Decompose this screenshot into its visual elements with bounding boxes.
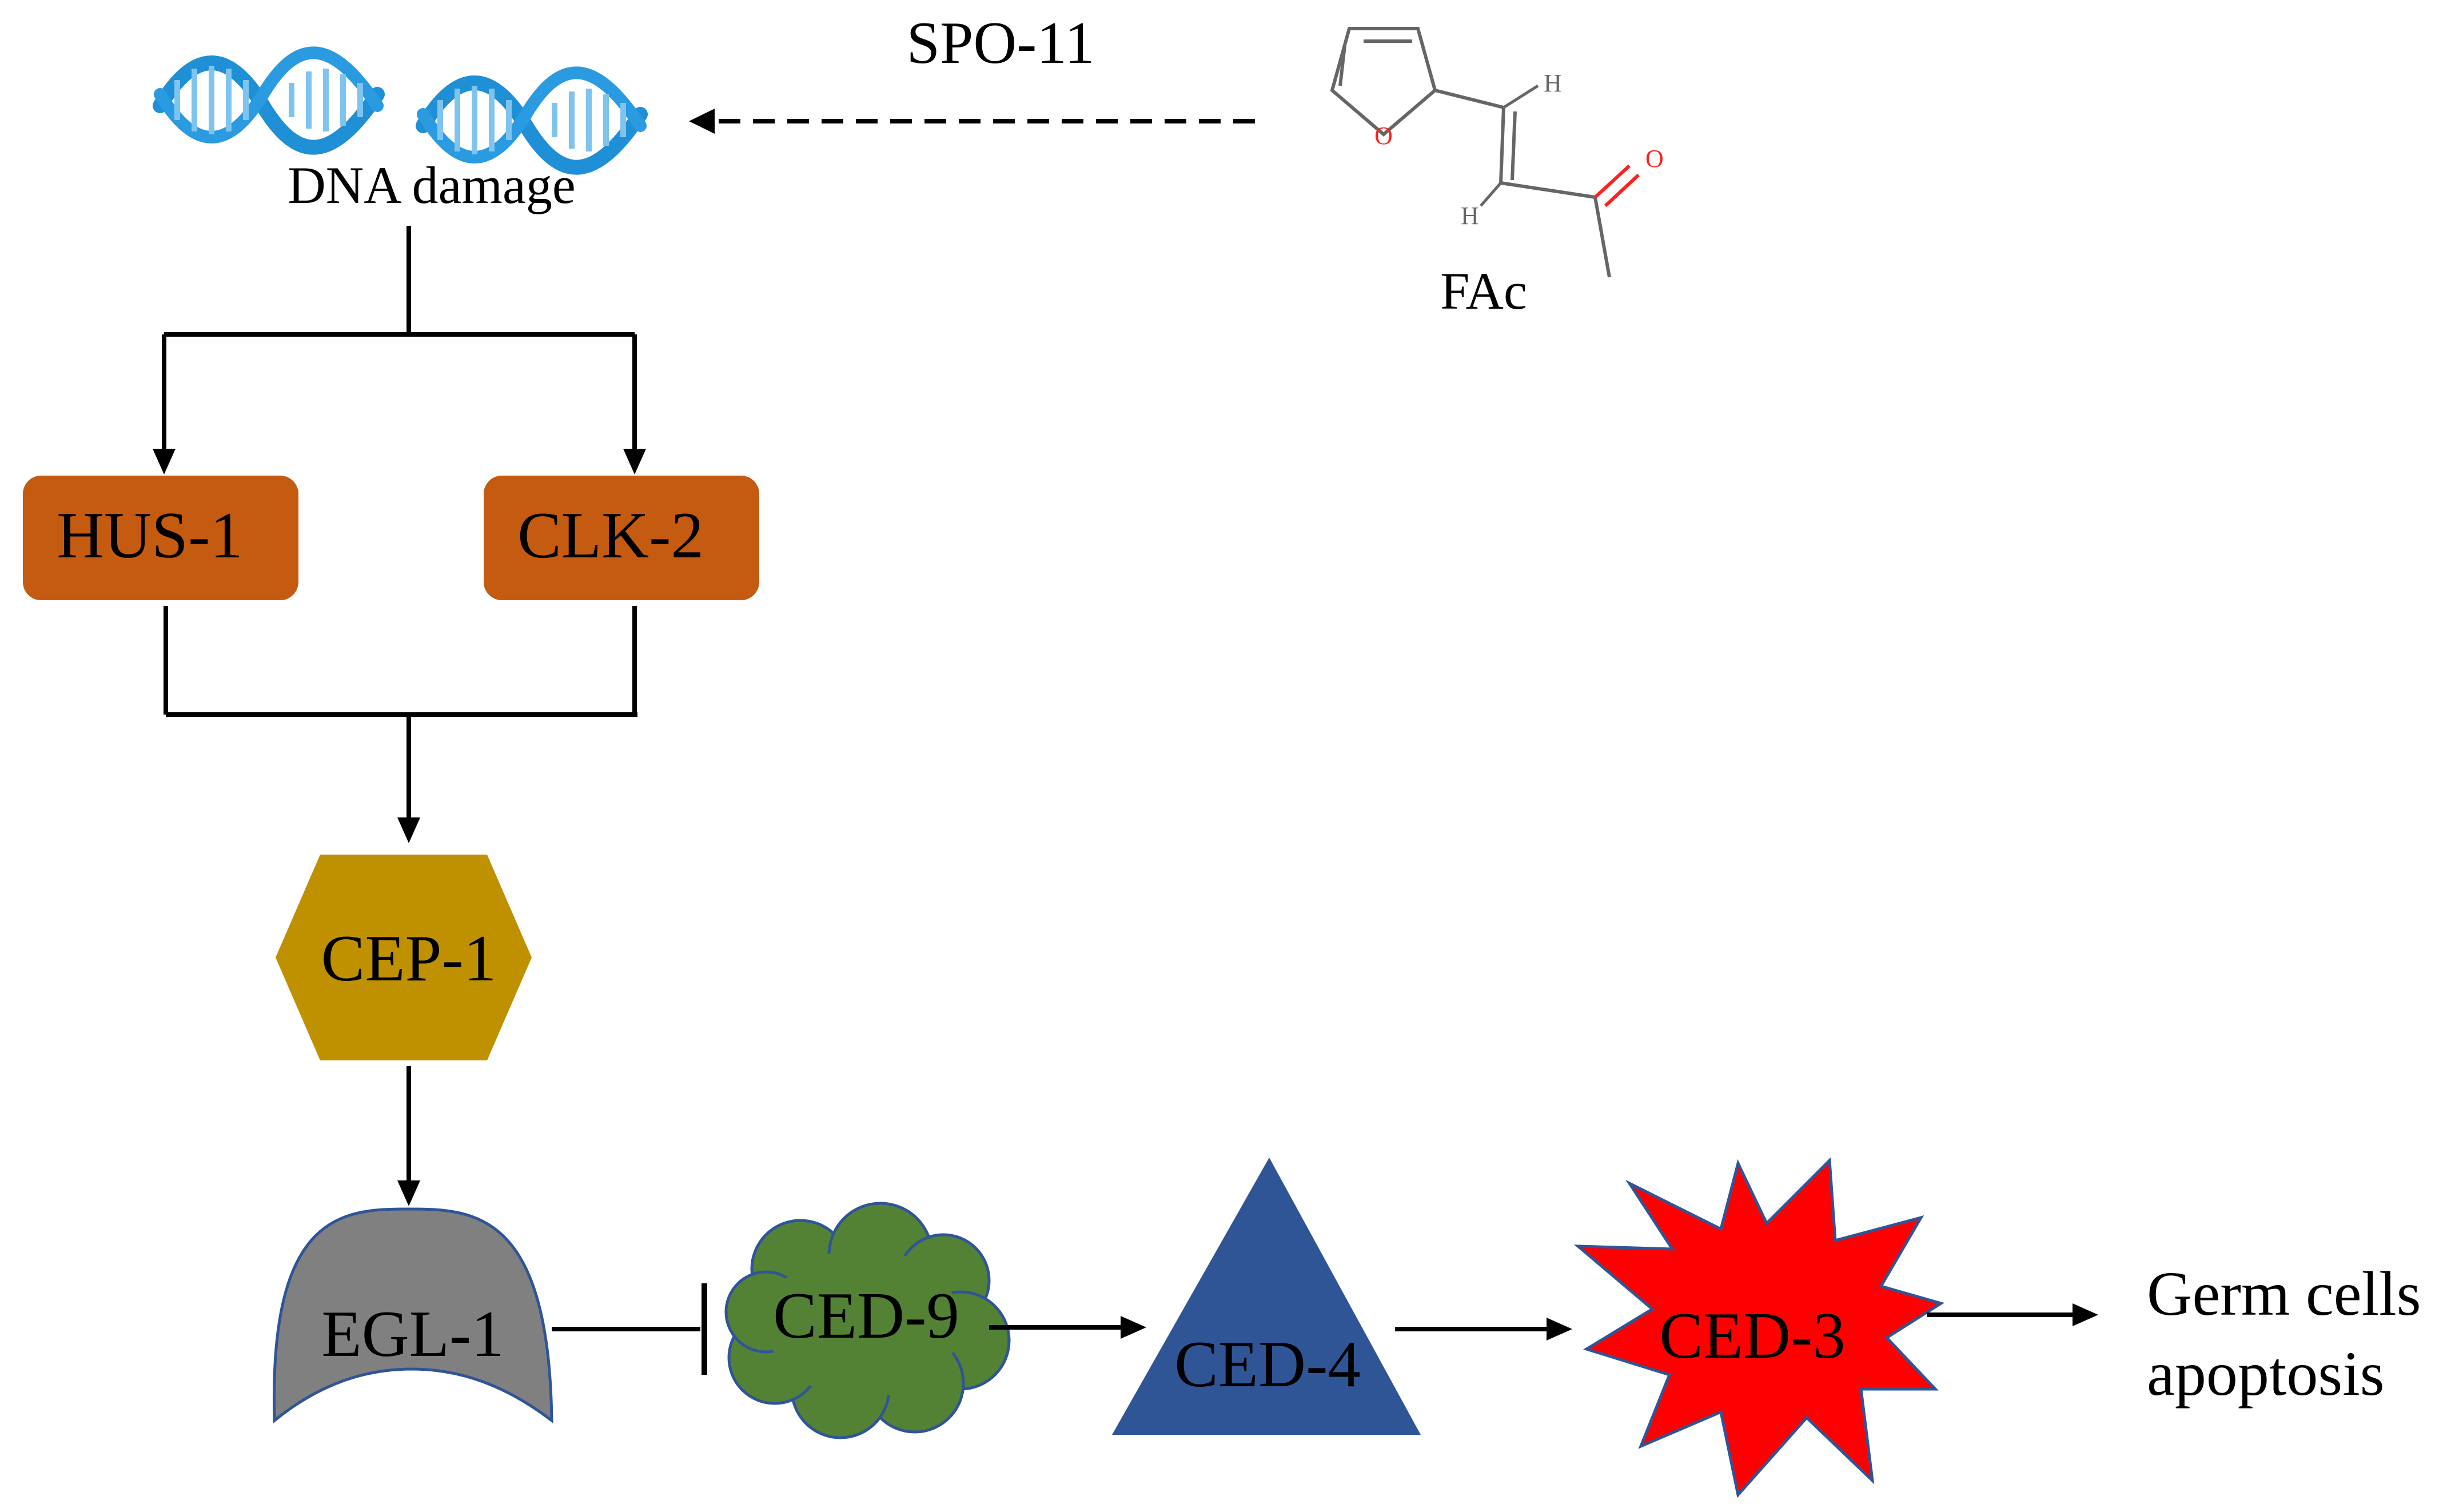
- arrowhead-to-outcome: [2073, 1303, 2098, 1326]
- arrowhead-to-ced3: [1547, 1318, 1572, 1341]
- spo11-label: SPO-11: [907, 9, 1095, 76]
- ced3-label: CED-3: [1659, 1299, 1846, 1372]
- egl1-node: [272, 1207, 553, 1424]
- ced4-label: CED-4: [1174, 1328, 1361, 1401]
- egl1-label: EGL-1: [321, 1298, 504, 1370]
- clk2-label: CLK-2: [517, 499, 704, 572]
- hus1-node: [23, 476, 298, 600]
- merge-connector: [164, 606, 637, 817]
- hus1-label: HUS-1: [57, 499, 243, 572]
- dna-damage-label: DNA damage: [288, 156, 575, 214]
- cep1-label: CEP-1: [321, 922, 497, 995]
- dna-helix-icon: [153, 46, 385, 155]
- arrowhead-to-ced4: [1121, 1316, 1146, 1339]
- fac-molecule: O H H O: [1330, 27, 1664, 278]
- outcome-line-1: Germ cells: [2147, 1259, 2421, 1329]
- outcome-line-2: apoptosis: [2147, 1339, 2385, 1409]
- carbonyl-oxygen-atom: O: [1645, 145, 1664, 173]
- cep1-node: [276, 855, 532, 1060]
- spo11-arrowhead: [689, 109, 715, 134]
- ced3-node: [1573, 1157, 1945, 1498]
- hydrogen-atom-2: H: [1461, 202, 1479, 230]
- ced9-label: CED-9: [773, 1279, 959, 1352]
- clk2-node: [484, 476, 759, 600]
- furan-oxygen-atom: O: [1374, 122, 1393, 150]
- arrowhead-to-clk2: [623, 449, 646, 474]
- ced4-node: [1112, 1158, 1421, 1435]
- ced9-core: [766, 1249, 961, 1398]
- dna-helix-icon: [416, 66, 648, 175]
- arrowhead-to-egl1: [397, 1180, 420, 1206]
- dna-branch-connector: [162, 226, 637, 449]
- arrowhead-to-hus1: [153, 449, 176, 474]
- arrowhead-to-cep1: [397, 817, 420, 843]
- hydrogen-atom-1: H: [1544, 69, 1562, 97]
- fac-label: FAc: [1440, 262, 1527, 320]
